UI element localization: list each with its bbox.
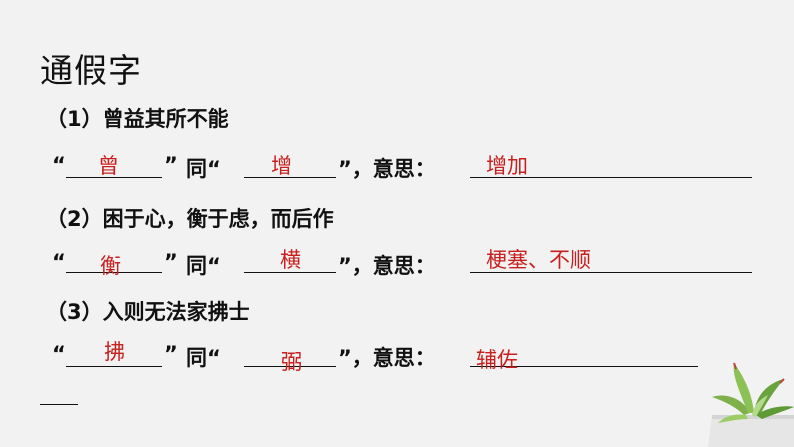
blank-1-same[interactable]: [244, 177, 336, 178]
open-quote: “: [52, 250, 66, 274]
blank-2-meaning[interactable]: [470, 272, 752, 273]
blank-2-same[interactable]: [244, 272, 336, 273]
question-3-prompt: （3）入则无法家拂士: [46, 300, 250, 324]
close-quote: ”: [164, 342, 178, 366]
blank-1-meaning[interactable]: [470, 177, 752, 178]
answer-2-same: 横: [280, 248, 301, 272]
answer-1-same: 增: [271, 154, 292, 178]
answer-2-tong: 衡: [100, 254, 121, 278]
label-same-as: 同“: [186, 346, 221, 370]
blank-3-meaning-cont[interactable]: [40, 404, 78, 405]
page-title: 通假字: [40, 51, 142, 90]
answer-2-meaning: 梗塞、不顺: [486, 248, 591, 272]
answer-1-meaning: 增加: [486, 154, 528, 178]
label-meaning: ”，意思：: [338, 254, 436, 278]
answer-1-tong: 曾: [98, 154, 119, 178]
label-meaning: ”，意思：: [338, 346, 436, 370]
blank-1-tong[interactable]: [66, 177, 162, 178]
close-quote: ”: [164, 153, 178, 177]
answer-3-same: 弼: [281, 350, 302, 374]
open-quote: “: [52, 342, 66, 366]
question-1-prompt: （1）曾益其所不能: [46, 107, 229, 131]
blank-3-meaning[interactable]: [470, 366, 698, 367]
answer-3-tong: 拂: [104, 340, 125, 364]
label-same-as: 同“: [186, 254, 221, 278]
close-quote: ”: [164, 250, 178, 274]
open-quote: “: [52, 153, 66, 177]
label-meaning: ”，意思：: [338, 157, 436, 181]
blank-2-tong[interactable]: [66, 272, 162, 273]
succulent-plant-icon: [708, 362, 794, 447]
answer-3-meaning: 辅佐: [476, 348, 518, 372]
blank-3-same[interactable]: [244, 366, 336, 367]
blank-3-tong[interactable]: [66, 366, 162, 367]
label-same-as: 同“: [186, 157, 221, 181]
question-2-prompt: （2）困于心，衡于虑，而后作: [46, 207, 334, 231]
